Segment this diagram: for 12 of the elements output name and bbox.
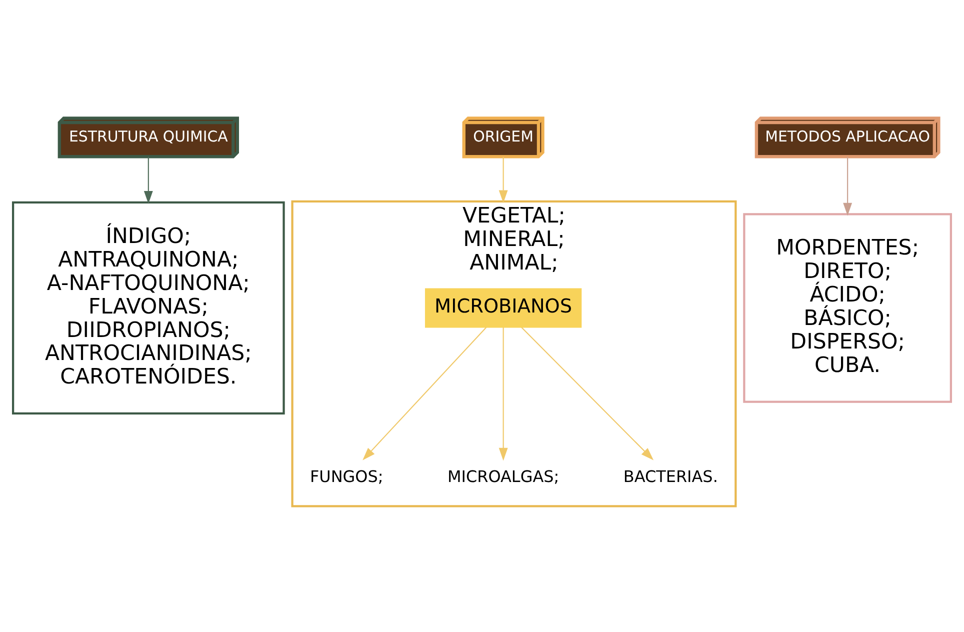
arrow <box>498 326 508 460</box>
node-text: MICROALGAS; <box>447 466 560 486</box>
arrow <box>362 326 487 460</box>
node-text: BACTERIAS. <box>623 466 718 486</box>
arrow <box>843 156 852 216</box>
node-box: ÍNDIGO; ANTRAQUINONA; A-NAFTOQUINONA; FLAVONAS; DIIDROPIANOS; ANTROCIANIDINAS; CAROTENÓIDES. <box>12 200 285 414</box>
node-box: MORDENTES; DIRETO; ÁCIDO; BÁSICO; DISPERSO; CUBA. <box>743 212 952 402</box>
arrow <box>144 156 153 204</box>
arrow <box>521 326 654 460</box>
node-box: MICROBIANOS <box>424 288 582 328</box>
node-text: FUNGOS; <box>310 466 384 486</box>
arrow <box>498 156 508 202</box>
